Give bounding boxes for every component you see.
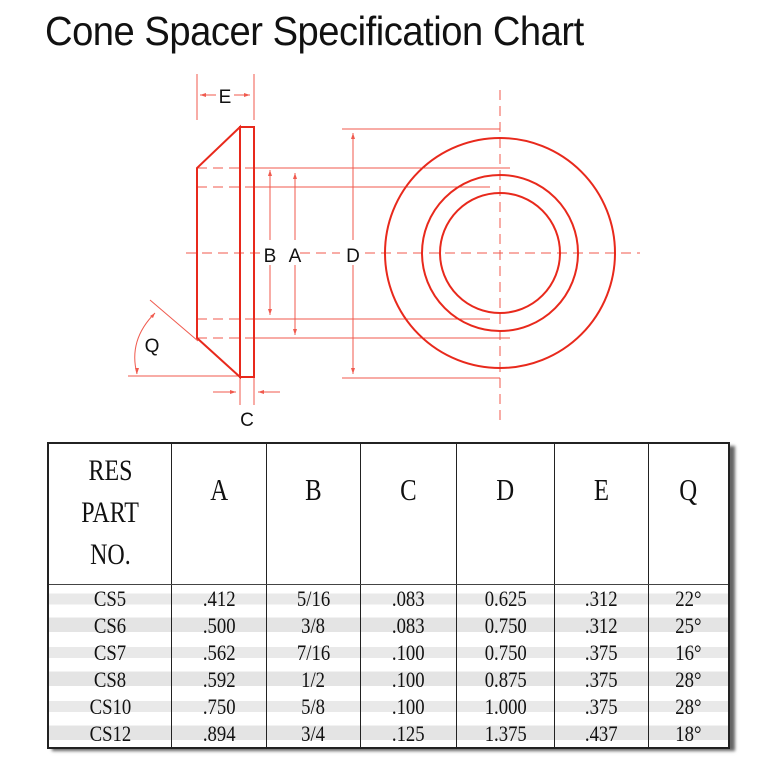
- cell-d: 0.875: [456, 666, 556, 693]
- cell-c: .100: [359, 693, 458, 720]
- cell-a: .500: [171, 612, 267, 639]
- table-row: CS10 .750 5/8 .100 1.000 .375 28°: [47, 693, 730, 720]
- cell-q: 28°: [647, 666, 730, 693]
- cell-part: CS10: [47, 693, 173, 720]
- cell-q: 28°: [647, 693, 730, 720]
- table-row: CS12 .894 3/4 .125 1.375 .437 18°: [47, 720, 730, 748]
- cell-b: 3/4: [265, 720, 361, 748]
- cell-b: 1/2: [265, 666, 361, 693]
- header-q: Q: [647, 443, 730, 585]
- header-e: E: [554, 443, 649, 585]
- cell-part: CS8: [47, 666, 173, 693]
- cell-b: 5/8: [265, 693, 361, 720]
- cell-e: .375: [554, 639, 649, 666]
- cell-d: 0.750: [456, 639, 556, 666]
- cell-part: CS5: [47, 584, 173, 612]
- cell-c: .100: [359, 639, 458, 666]
- cell-c: .125: [359, 720, 458, 748]
- cell-a: .412: [171, 584, 267, 612]
- cell-d: 0.750: [456, 612, 556, 639]
- header-b: B: [265, 443, 361, 585]
- label-c: C: [240, 410, 254, 431]
- spec-table-container: RES PART NO. A B C D E Q CS5 .412 5/16 .…: [47, 442, 730, 749]
- cell-e: .375: [554, 693, 649, 720]
- cell-part: CS7: [47, 639, 173, 666]
- cell-c: .100: [359, 666, 458, 693]
- cell-q: 16°: [647, 639, 730, 666]
- cell-e: .312: [554, 584, 649, 612]
- cell-b: 3/8: [265, 612, 361, 639]
- spec-table: RES PART NO. A B C D E Q CS5 .412 5/16 .…: [47, 442, 730, 749]
- cell-q: 18°: [647, 720, 730, 748]
- cell-c: .083: [359, 612, 458, 639]
- cell-e: .312: [554, 612, 649, 639]
- cell-a: .750: [171, 693, 267, 720]
- cone-spacer-diagram: E B A D Q C: [128, 74, 640, 431]
- table-row: CS6 .500 3/8 .083 0.750 .312 25°: [47, 612, 730, 639]
- table-row: CS8 .592 1/2 .100 0.875 .375 28°: [47, 666, 730, 693]
- label-b: B: [264, 246, 277, 267]
- header-part-no: RES PART NO.: [47, 443, 173, 585]
- label-q: Q: [145, 336, 160, 357]
- cell-part: CS6: [47, 612, 173, 639]
- cell-b: 7/16: [265, 639, 361, 666]
- table-row: CS5 .412 5/16 .083 0.625 .312 22°: [47, 584, 730, 612]
- cell-e: .375: [554, 666, 649, 693]
- cell-q: 22°: [647, 584, 730, 612]
- header-c: C: [359, 443, 458, 585]
- cell-e: .437: [554, 720, 649, 748]
- label-e: E: [219, 87, 232, 108]
- cell-a: .894: [171, 720, 267, 748]
- cell-c: .083: [359, 584, 458, 612]
- cell-a: .592: [171, 666, 267, 693]
- page-title: Cone Spacer Specification Chart: [45, 8, 584, 54]
- cell-d: 1.375: [456, 720, 556, 748]
- cell-part: CS12: [47, 720, 173, 748]
- table-row: CS7 .562 7/16 .100 0.750 .375 16°: [47, 639, 730, 666]
- table-header-row: RES PART NO. A B C D E Q: [47, 443, 730, 585]
- label-a: A: [289, 246, 302, 267]
- header-d: D: [456, 443, 556, 585]
- cell-d: 0.625: [456, 584, 556, 612]
- header-a: A: [171, 443, 267, 585]
- label-d: D: [346, 246, 360, 267]
- cell-q: 25°: [647, 612, 730, 639]
- cell-b: 5/16: [265, 584, 361, 612]
- cell-d: 1.000: [456, 693, 556, 720]
- cell-a: .562: [171, 639, 267, 666]
